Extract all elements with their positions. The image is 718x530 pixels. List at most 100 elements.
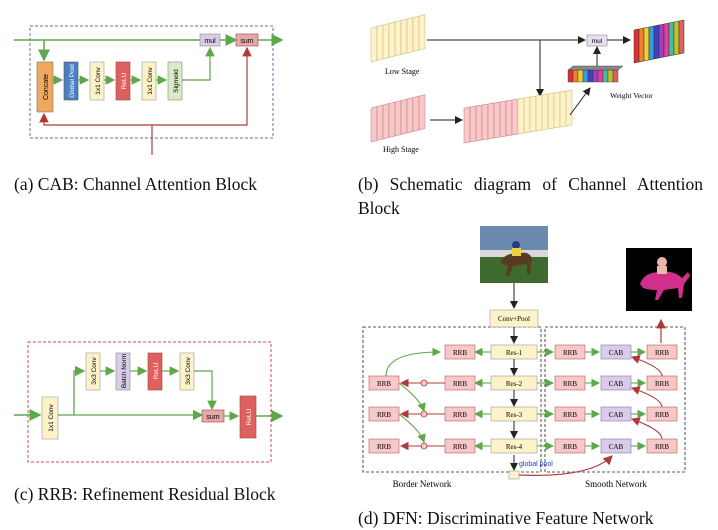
output-layer xyxy=(648,25,655,61)
smooth-rrb-left-label: RRB xyxy=(563,349,577,357)
smooth-rrb-right-label: RRB xyxy=(655,443,669,451)
cab-sigmoid-block xyxy=(167,61,183,101)
weight-vector xyxy=(567,65,624,83)
cab-globalpool-label: Global Pool xyxy=(69,64,76,98)
border-curve-1 xyxy=(385,347,442,377)
concat-to-weight-arrow xyxy=(569,87,591,116)
smooth-cab-label: CAB xyxy=(609,380,624,388)
concat-layer xyxy=(547,92,555,130)
border-rrb-inner-label: RRB xyxy=(453,349,467,357)
rrb-branch-up xyxy=(73,365,86,415)
cab-conv1-label: 1x1 Conv xyxy=(95,67,102,95)
concat-layer xyxy=(499,100,507,138)
border-curve-down xyxy=(398,382,426,413)
concat-layer xyxy=(487,102,495,140)
rrb-conv1-block xyxy=(41,396,59,440)
concat-stack xyxy=(463,89,573,144)
rrb-dashed-frame xyxy=(27,341,272,463)
smooth-feedback-curve xyxy=(630,355,663,377)
weight-vector-cell xyxy=(577,69,584,83)
border-rrb-inner-label: RRB xyxy=(453,411,467,419)
low-stage-layer xyxy=(412,15,420,52)
high-stage-layer xyxy=(382,103,390,140)
schematic-mul-label: mul xyxy=(592,38,603,45)
cab-red-to-sum xyxy=(152,46,252,126)
rrb-relu2-label: ReLU xyxy=(246,408,253,425)
border-rrb-outer-label: RRB xyxy=(377,443,391,451)
border-rrb-outer-label: RRB xyxy=(377,411,391,419)
cab-red-to-concate xyxy=(39,112,152,126)
concat-layer xyxy=(529,95,537,133)
rrb-diagram: 1x1 Conv 3x3 Conv Batch Norm ReLU 3x3 Co… xyxy=(14,341,284,463)
cab-sum-box xyxy=(235,33,259,47)
low-stage-layer xyxy=(406,17,414,54)
global-pool-label: global pool xyxy=(519,461,553,468)
low-stage-layer xyxy=(370,26,378,63)
cab-sigmoid-label: Sigmoid xyxy=(173,69,180,93)
high-stage-layer xyxy=(376,104,384,141)
concat-layer xyxy=(535,94,543,132)
weight-vector-cell xyxy=(597,69,604,83)
output-layer xyxy=(678,19,685,55)
high-stage-label: High Stage xyxy=(383,145,419,154)
concat-layer xyxy=(511,98,519,136)
smooth-rrb-right-label: RRB xyxy=(655,411,669,419)
weight-vector-cell xyxy=(612,69,619,83)
cab-conv1-block xyxy=(89,61,105,101)
conv-pool-label: Conv+Pool xyxy=(498,315,530,323)
high-stage-layer xyxy=(388,101,396,138)
output-mask xyxy=(626,248,692,311)
rrb-relu1-label: ReLU xyxy=(153,362,160,379)
cab-relu-label: ReLU xyxy=(121,72,128,89)
cab-diagram: Concate Global Pool 1x1 Conv ReLU 1x1 Co… xyxy=(14,25,284,155)
concat-layer xyxy=(565,89,573,127)
cab-concate-block xyxy=(36,61,54,113)
output-layer xyxy=(653,24,660,60)
concat-layer xyxy=(493,101,501,139)
smooth-cab-label: CAB xyxy=(609,349,624,357)
low-stage-label: Low Stage xyxy=(385,67,420,76)
rrb-to-sum-arrow xyxy=(194,370,217,411)
concat-layer xyxy=(505,99,513,137)
res-block-2-label: Res-2 xyxy=(506,380,523,388)
rrb-conv3b-label: 3x3 Conv xyxy=(185,357,192,385)
concat-layer xyxy=(463,106,471,144)
cab-sum-label: sum xyxy=(240,38,253,45)
weight-vector-cell xyxy=(607,69,614,83)
rrb-sum-label: sum xyxy=(206,414,219,421)
border-sum-node xyxy=(420,442,428,450)
border-rrb-inner xyxy=(444,344,476,360)
weight-vector-cell xyxy=(572,69,579,83)
res-block-4-label: Res-4 xyxy=(506,443,523,451)
smooth-network-label: Smooth Network xyxy=(585,479,647,489)
concat-layer xyxy=(541,93,549,131)
rrb-bn-label: Batch Norm xyxy=(121,354,128,388)
cab-mul-box xyxy=(199,33,221,47)
low-stage-layer xyxy=(382,23,390,60)
border-rrb-outer xyxy=(368,438,400,454)
res-block-1-label: Res-1 xyxy=(506,349,523,357)
cab-mul-label: mul xyxy=(204,38,216,45)
output-layer xyxy=(673,20,680,56)
high-stage-layer xyxy=(406,97,414,134)
output-layer xyxy=(663,22,670,58)
output-layer xyxy=(658,23,665,59)
high-stage-stack xyxy=(370,94,426,143)
rrb-relu2-block xyxy=(239,395,257,439)
border-network-label: Border Network xyxy=(393,479,452,489)
caption-d: (d) DFN: Discriminative Feature Network xyxy=(358,508,654,528)
weight-vector-cell xyxy=(582,69,589,83)
caption-a: (a) CAB: Channel Attention Block xyxy=(14,174,258,194)
weight-vector-top xyxy=(567,65,624,71)
smooth-rrb-right xyxy=(646,344,678,360)
cab-conv2-label: 1x1 Conv xyxy=(147,67,154,95)
concat-layer xyxy=(517,97,525,135)
low-stage-layer xyxy=(376,24,384,61)
output-layer xyxy=(638,27,645,63)
output-stack xyxy=(633,19,685,64)
high-stage-layer xyxy=(370,106,378,143)
low-stage-layer xyxy=(394,20,402,57)
smooth-rrb-left-label: RRB xyxy=(563,380,577,388)
